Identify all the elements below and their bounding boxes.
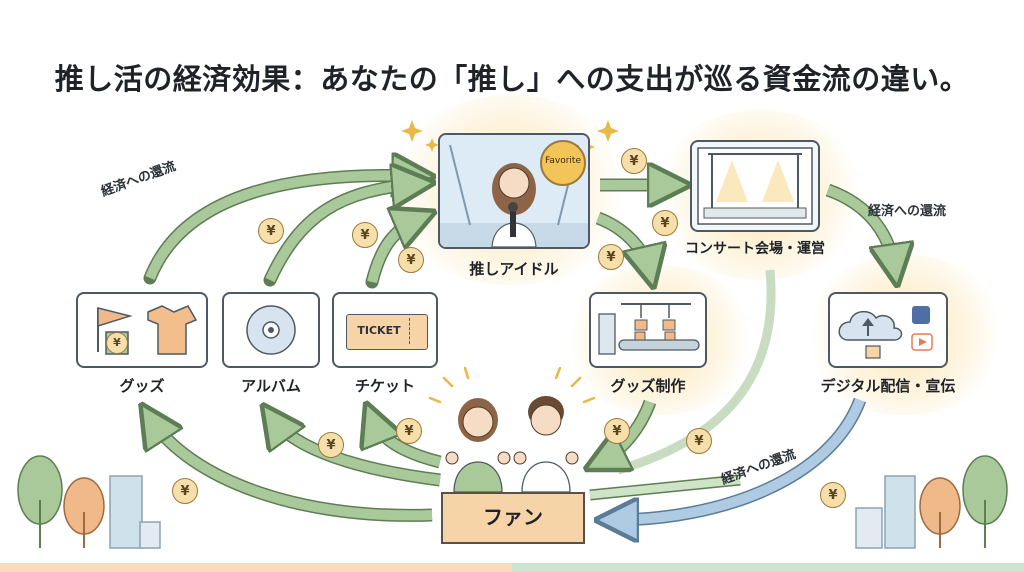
digital-label: デジタル配信・宣伝	[820, 377, 956, 395]
ticket-card: TICKET	[332, 292, 438, 368]
ticket-text: TICKET	[357, 324, 401, 337]
goods-label: グッズ	[119, 377, 165, 395]
goods-card	[76, 292, 208, 368]
yen-coin-icon: ¥	[652, 210, 678, 236]
album-label: アルバム	[241, 377, 301, 395]
yen-coin-icon: ¥	[598, 244, 624, 270]
goods-production-label: グッズ制作	[610, 377, 686, 395]
ticket-label: チケット	[354, 377, 415, 395]
fan-box: ファン	[441, 492, 585, 544]
favorite-badge: Favorite	[540, 140, 586, 186]
concert-card	[690, 140, 820, 232]
arrow-concert-to-fan	[616, 269, 776, 475]
goods-icon	[97, 305, 198, 355]
yen-coin-icon: ¥	[820, 482, 846, 508]
cd-icon	[246, 305, 296, 355]
fans-illustration	[445, 396, 579, 492]
yen-coin-icon: ¥	[106, 332, 128, 354]
goods-production-card	[589, 292, 707, 368]
idol-card	[438, 133, 590, 249]
yen-coin-icon: ¥	[398, 247, 424, 273]
yen-coin-icon: ¥	[686, 428, 712, 454]
digital-card	[828, 292, 948, 368]
yen-coin-icon: ¥	[604, 418, 630, 444]
album-card	[222, 292, 320, 368]
yen-coin-icon: ¥	[172, 478, 198, 504]
concert-label: コンサート会場・運営	[685, 241, 825, 257]
flow-label-right: 経済への還流	[868, 204, 947, 219]
yen-coin-icon: ¥	[258, 218, 284, 244]
scenery-left	[17, 455, 161, 549]
scenery-right	[855, 455, 1008, 549]
yen-coin-icon: ¥	[621, 148, 647, 174]
page-title: 推し活の経済効果：あなたの「推し」への支出が巡る資金流の違い。	[54, 62, 970, 96]
cloud-icon	[838, 306, 933, 359]
ticket-icon: TICKET	[346, 314, 428, 350]
bottom-band-right	[512, 563, 1024, 572]
yen-coin-icon: ¥	[318, 432, 344, 458]
yen-coin-icon: ¥	[396, 418, 422, 444]
bottom-band-left	[0, 563, 512, 572]
idol-label: 推しアイドル	[469, 260, 559, 278]
favorite-badge-text: Favorite	[545, 156, 581, 166]
yen-coin-icon: ¥	[352, 222, 378, 248]
stage-icon	[697, 147, 813, 225]
factory-icon	[598, 303, 700, 355]
excitement-lines	[428, 366, 596, 404]
